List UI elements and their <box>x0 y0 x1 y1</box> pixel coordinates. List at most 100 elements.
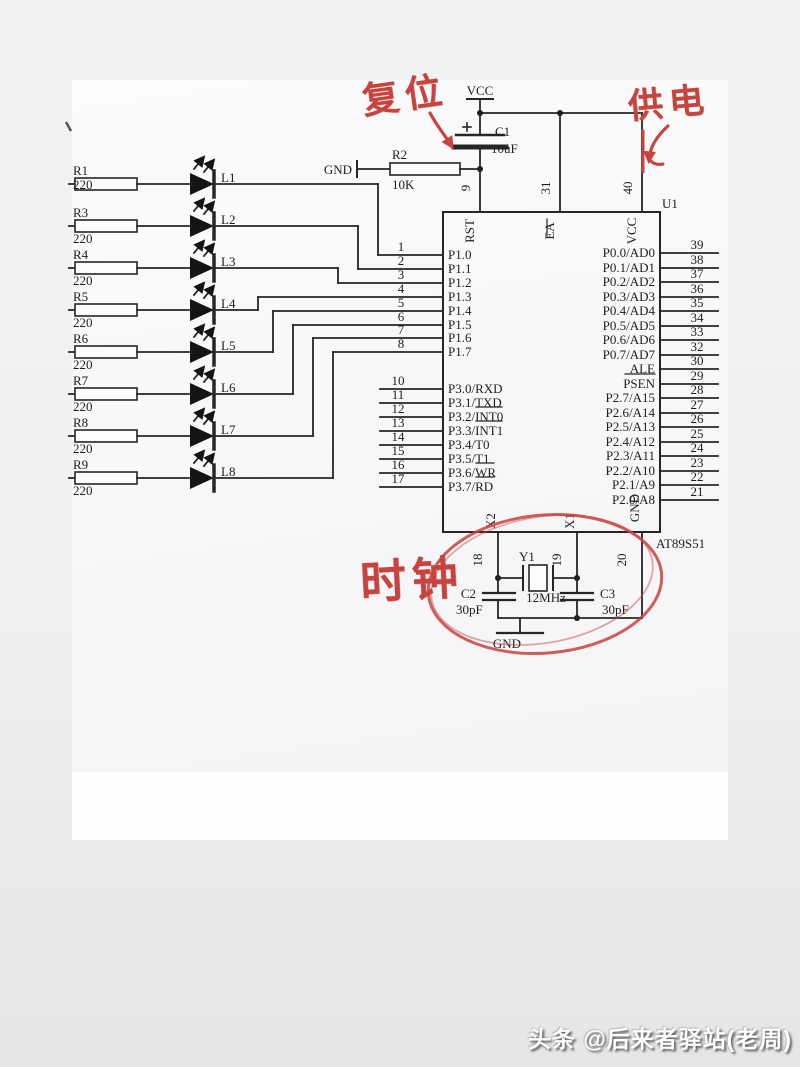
pin-label: P2.1/A9 <box>612 477 655 492</box>
wire <box>202 158 216 174</box>
pin-label: P0.5/AD5 <box>603 318 655 333</box>
c2-ref-label: C2 <box>461 586 476 601</box>
pin-label: ALE <box>630 361 655 376</box>
pin-label: P1.2 <box>448 275 471 290</box>
wire <box>202 452 216 468</box>
pin-number: 34 <box>691 310 705 325</box>
pin-label: P2.3/A11 <box>606 448 655 463</box>
handwritten-clock-annotation: 时钟 <box>358 552 466 609</box>
wire <box>192 155 206 171</box>
wire <box>192 449 206 465</box>
pin-number: 20 <box>614 554 629 567</box>
led-ref-label: L7 <box>221 422 236 437</box>
pin-number: 2 <box>398 253 405 268</box>
pin-label-overlined: INT0 <box>475 409 503 424</box>
pin-label: P0.3/AD3 <box>603 289 655 304</box>
pin-label: P3.1/TXD <box>448 395 502 410</box>
resistor-ref-label: R9 <box>73 457 88 472</box>
clock-circle-annotation <box>426 513 664 655</box>
pin-label-text: P3.7/ <box>448 479 475 494</box>
pin-label: P1.6 <box>448 330 472 345</box>
r2-ref-label: R2 <box>392 147 407 162</box>
pin-label: PSEN <box>623 376 655 391</box>
pin-number: 33 <box>691 324 704 339</box>
led-ref-label: L8 <box>221 464 235 479</box>
pin-number: 32 <box>691 339 704 354</box>
pin-number: 9 <box>458 185 473 192</box>
pin-number: 26 <box>691 411 705 426</box>
pin-number: 35 <box>691 295 704 310</box>
led-ref-label: L2 <box>221 212 235 227</box>
chip-ref-label: U1 <box>662 196 678 211</box>
pin-label: P1.1 <box>448 261 471 276</box>
resistor-ref-label: R6 <box>73 331 89 346</box>
pin-number: 19 <box>549 554 564 567</box>
chip-port-label: X1 <box>562 513 577 529</box>
pin-label: P1.7 <box>448 344 472 359</box>
pin-number: 37 <box>691 266 705 281</box>
wire <box>202 242 216 258</box>
chip-port-label: GND <box>627 494 642 522</box>
pin-number: 4 <box>398 281 405 296</box>
pin-label: P3.3/INT1 <box>448 423 503 438</box>
pin-number: 16 <box>392 457 406 472</box>
resistor-ref-label: R3 <box>73 205 88 220</box>
pin-number: 3 <box>398 267 405 282</box>
pin-number: 15 <box>392 443 405 458</box>
chip-outline <box>442 211 661 533</box>
pin-number: 10 <box>392 373 405 388</box>
wire <box>202 326 216 342</box>
pin-number: 13 <box>392 415 405 430</box>
pin-label: P0.6/AD6 <box>603 332 656 347</box>
pin-number: 22 <box>691 469 704 484</box>
led-ref-label: L5 <box>221 338 235 353</box>
c2-value-label: 30pF <box>456 602 483 617</box>
pin-number: 23 <box>691 455 704 470</box>
wire <box>192 281 206 297</box>
resistor-value-label: 220 <box>73 357 93 372</box>
resistor-value-label: 220 <box>73 231 93 246</box>
pin-label: P0.4/AD4 <box>603 303 656 318</box>
chip-port-label: VCC <box>624 218 639 245</box>
pin-number: 31 <box>538 182 553 195</box>
pin-label: P2.0/A8 <box>612 492 655 507</box>
pin-number: 1 <box>398 239 405 254</box>
pin-label: P1.4 <box>448 303 472 318</box>
pin-number: 8 <box>398 336 405 351</box>
resistor-ref-label: R7 <box>73 373 89 388</box>
crystal-frequency-label: 12MHz <box>526 590 566 605</box>
pin-label-text: P3.0/RXD <box>448 381 503 396</box>
led-ref-label: L6 <box>221 380 236 395</box>
wire <box>192 197 206 213</box>
wire <box>202 410 216 426</box>
pin-number: 21 <box>691 484 704 499</box>
resistor-value-label: 220 <box>73 177 93 192</box>
led-ref-label: L1 <box>221 170 235 185</box>
pin-number: 29 <box>691 368 704 383</box>
chip-part-number: AT89S51 <box>656 536 705 551</box>
pin-number: 5 <box>398 295 405 310</box>
wire <box>192 239 206 255</box>
resistor-ref-label: R8 <box>73 415 88 430</box>
c3-value-label: 30pF <box>602 602 629 617</box>
handwritten-power-annotation: 供电 <box>626 80 712 127</box>
resistor-ref-label: R5 <box>73 289 88 304</box>
led-ref-label: L3 <box>221 254 235 269</box>
gnd-bottom-label: GND <box>493 636 521 651</box>
resistor-value-label: 220 <box>73 399 93 414</box>
pin-number: 40 <box>620 182 635 195</box>
wire <box>192 407 206 423</box>
pin-label-overlined: WR <box>475 465 496 480</box>
pin-label: P0.0/AD0 <box>603 245 655 260</box>
pin-number: 30 <box>691 353 704 368</box>
pin-number: 6 <box>398 309 405 324</box>
pin-number: 7 <box>398 322 405 337</box>
pin-label: P2.4/A12 <box>606 434 655 449</box>
pin-label-overlined: INT1 <box>475 423 503 438</box>
c1-value-label: 10uF <box>491 141 518 156</box>
y1-ref-label: Y1 <box>519 549 535 564</box>
c1-ref-label: C1 <box>495 124 510 139</box>
pin-label-overlined: RD <box>475 479 493 494</box>
chip-port-label: EA <box>542 222 557 240</box>
